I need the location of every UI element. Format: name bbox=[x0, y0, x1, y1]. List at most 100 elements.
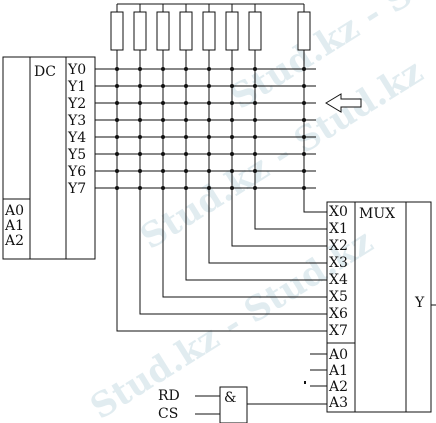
decoder-output-label: Y7 bbox=[67, 181, 86, 197]
junction-dot-icon bbox=[230, 152, 234, 156]
junction-dot-icon bbox=[138, 84, 142, 88]
column-to-mux-wire bbox=[231, 50, 327, 247]
junction-dot-icon bbox=[207, 118, 211, 122]
junction-dot-icon bbox=[253, 186, 257, 190]
junction-dot-icon bbox=[253, 169, 257, 173]
junction-dot-icon bbox=[161, 84, 165, 88]
hollow-left-arrow-icon bbox=[325, 93, 362, 113]
decoder-address-label: A1 bbox=[4, 218, 24, 234]
junction-dot-icon bbox=[302, 101, 306, 105]
junction-dot-icon bbox=[115, 186, 119, 190]
stray-mark bbox=[304, 381, 306, 384]
junction-dot-icon bbox=[302, 67, 306, 71]
junction-dot-icon bbox=[207, 135, 211, 139]
junction-dot-icon bbox=[253, 67, 257, 71]
mux-output-label: Y bbox=[414, 295, 425, 311]
decoder-output-label: Y3 bbox=[67, 113, 86, 129]
junction-dot-icon bbox=[253, 152, 257, 156]
mux-address-label: A3 bbox=[328, 395, 348, 411]
junction-dot-icon bbox=[161, 118, 165, 122]
junction-dot-icon bbox=[253, 101, 257, 105]
mux-data-input-label: X0 bbox=[329, 204, 348, 220]
mux-data-input-label: X7 bbox=[329, 323, 348, 339]
mux-data-input-label: X6 bbox=[329, 306, 348, 322]
junction-dot-icon bbox=[161, 186, 165, 190]
column-to-mux-wire bbox=[116, 50, 327, 332]
junction-dot-icon bbox=[138, 101, 142, 105]
junction-dot-icon bbox=[302, 186, 306, 190]
junction-dot-icon bbox=[161, 135, 165, 139]
junction-dot-icon bbox=[161, 152, 165, 156]
junction-dot-icon bbox=[138, 118, 142, 122]
junction-dot-icon bbox=[253, 118, 257, 122]
junction-dot-icon bbox=[184, 84, 188, 88]
decoder-outline bbox=[2, 56, 96, 260]
junction-dot-icon bbox=[230, 135, 234, 139]
junction-dot-icon bbox=[230, 118, 234, 122]
resistor-icon bbox=[156, 11, 170, 51]
junction-dot-icon bbox=[115, 169, 119, 173]
decoder-output-label: Y5 bbox=[67, 147, 86, 163]
mux-data-input-label: X2 bbox=[329, 238, 348, 254]
decoder-label: DC bbox=[34, 64, 56, 80]
mux-data-input-label: X5 bbox=[329, 289, 348, 305]
junction-dot-icon bbox=[184, 135, 188, 139]
decoder-address-label: A0 bbox=[4, 203, 24, 219]
resistor-icon bbox=[225, 11, 239, 51]
junction-dot-icon bbox=[230, 169, 234, 173]
junction-dot-icon bbox=[207, 101, 211, 105]
junction-dot-icon bbox=[138, 67, 142, 71]
junction-dots bbox=[115, 67, 306, 190]
junction-dot-icon bbox=[115, 135, 119, 139]
mux-address-label: A0 bbox=[328, 347, 348, 363]
resistor-icon bbox=[179, 11, 193, 51]
junction-dot-icon bbox=[184, 186, 188, 190]
junction-dot-icon bbox=[184, 67, 188, 71]
mux-data-input-label: X1 bbox=[329, 221, 348, 237]
and-gate-body bbox=[219, 386, 248, 423]
decoder-output-label: Y6 bbox=[67, 164, 86, 180]
cs-label: CS bbox=[158, 406, 178, 422]
junction-dot-icon bbox=[138, 152, 142, 156]
junction-dot-icon bbox=[207, 84, 211, 88]
junction-dot-icon bbox=[161, 67, 165, 71]
wiring bbox=[95, 3, 436, 387]
and-gate: & RD CS bbox=[158, 381, 327, 423]
junction-dot-icon bbox=[302, 118, 306, 122]
junction-dot-icon bbox=[230, 67, 234, 71]
junction-dot-icon bbox=[138, 135, 142, 139]
decoder-output-label: Y0 bbox=[67, 62, 86, 78]
junction-dot-icon bbox=[115, 152, 119, 156]
junction-dot-icon bbox=[302, 152, 306, 156]
mux-data-input-label: X3 bbox=[329, 255, 348, 271]
mux-data-input-label: X4 bbox=[329, 272, 348, 288]
pull-up-resistors bbox=[110, 11, 311, 51]
junction-dot-icon bbox=[207, 152, 211, 156]
mux-outline bbox=[326, 201, 432, 413]
junction-dot-icon bbox=[115, 118, 119, 122]
column-to-mux-wire bbox=[185, 50, 327, 281]
junction-dot-icon bbox=[184, 152, 188, 156]
decoder-output-label: Y1 bbox=[67, 79, 86, 95]
junction-dot-icon bbox=[161, 101, 165, 105]
junction-dot-icon bbox=[184, 169, 188, 173]
junction-dot-icon bbox=[302, 169, 306, 173]
junction-dot-icon bbox=[207, 67, 211, 71]
junction-dot-icon bbox=[115, 67, 119, 71]
junction-dot-icon bbox=[230, 101, 234, 105]
junction-dot-icon bbox=[302, 135, 306, 139]
decoder-address-label: A2 bbox=[4, 233, 24, 249]
column-to-mux-wire bbox=[254, 50, 327, 230]
resistor-icon bbox=[202, 11, 216, 51]
mux-address-label: A2 bbox=[328, 379, 348, 395]
mux-label: MUX bbox=[359, 206, 395, 222]
junction-dot-icon bbox=[230, 84, 234, 88]
junction-dot-icon bbox=[115, 84, 119, 88]
junction-dot-icon bbox=[161, 169, 165, 173]
mux-address-label: A1 bbox=[328, 363, 348, 379]
resistor-icon bbox=[248, 11, 262, 51]
junction-dot-icon bbox=[138, 186, 142, 190]
